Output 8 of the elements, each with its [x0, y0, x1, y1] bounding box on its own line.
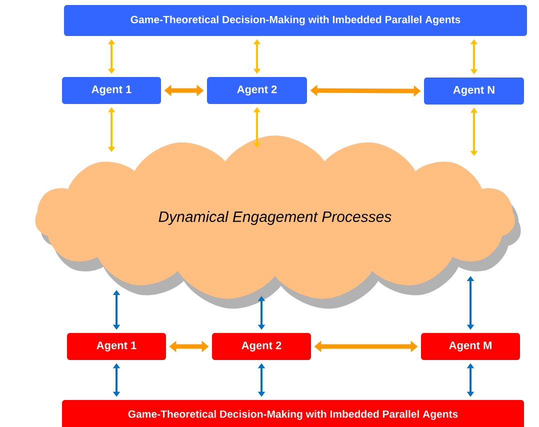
title-bar: Game-Theoretical Decision-Making with Imbedded Parallel Agents [64, 5, 527, 36]
agent-box: Agent M [421, 333, 520, 360]
agent-box: Agent 2 [212, 333, 311, 360]
agent-box: Agent 1 [67, 333, 166, 360]
agent-box: Agent 2 [207, 77, 307, 104]
agent-box: Agent 1 [62, 77, 161, 104]
agent-box: Agent N [424, 78, 524, 104]
title-bar: Game-Theoretical Decision-Making with Imbedded Parallel Agents [62, 400, 524, 427]
